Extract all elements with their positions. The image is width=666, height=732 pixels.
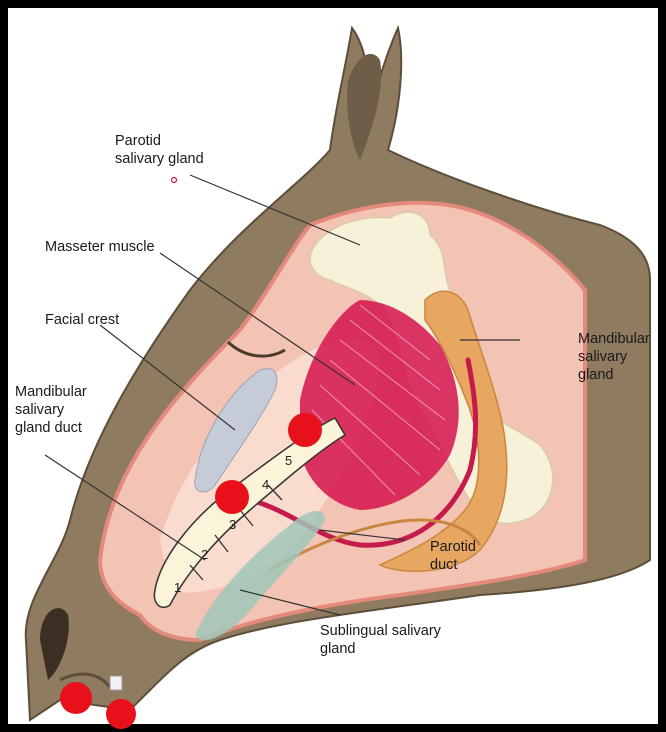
annotation-dot — [172, 178, 177, 183]
red-marker[interactable] — [288, 413, 322, 447]
tooth-number: 1 — [174, 580, 181, 595]
red-marker[interactable] — [106, 699, 136, 729]
label-mandibular-gland-duct: Mandibular salivary gland duct — [15, 383, 87, 437]
label-facial-crest: Facial crest — [45, 311, 119, 329]
incisor — [110, 676, 122, 690]
label-sublingual-gland: Sublingual salivary gland — [320, 622, 441, 658]
red-marker[interactable] — [215, 480, 249, 514]
red-marker[interactable] — [60, 682, 92, 714]
label-masseter: Masseter muscle — [45, 238, 155, 256]
tooth-number: 3 — [229, 517, 236, 532]
tooth-number: 4 — [262, 477, 269, 492]
label-parotid-gland: Parotid salivary gland — [115, 132, 204, 168]
tooth-number: 5 — [285, 453, 292, 468]
label-parotid-duct: Parotid duct — [430, 538, 476, 574]
label-mandibular-gland: Mandibular salivary gland — [578, 330, 650, 384]
